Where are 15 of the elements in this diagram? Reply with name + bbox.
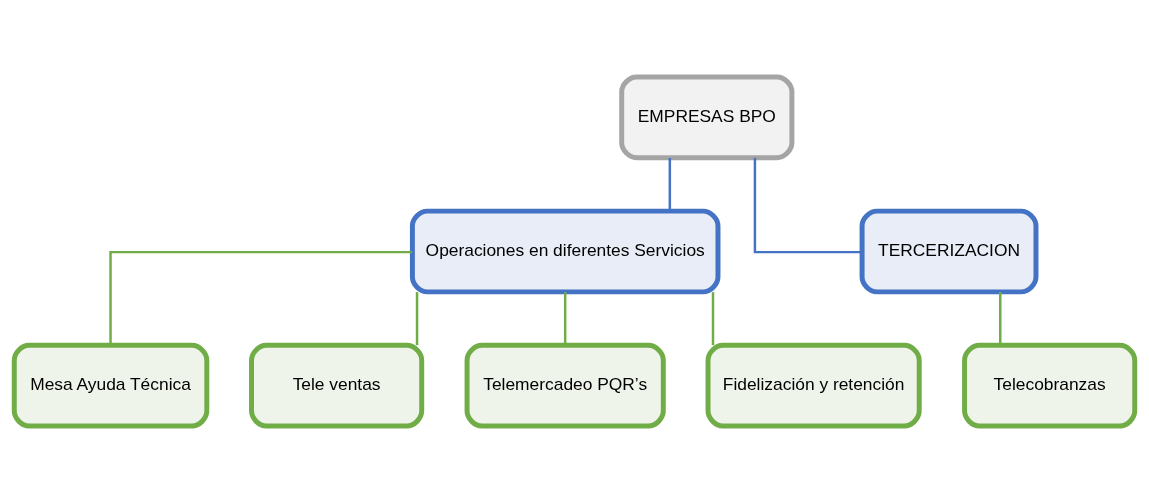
- node-box: Operaciones en diferentes Servicios: [409, 208, 721, 295]
- connector: [999, 292, 1002, 346]
- node-box: Tele ventas: [249, 342, 425, 429]
- connector: [415, 292, 419, 346]
- connector: [711, 292, 715, 346]
- node-box: Fidelización y retención: [705, 342, 922, 429]
- node-box: EMPRESAS BPO: [619, 74, 795, 161]
- node-box: TERCERIZACION: [859, 208, 1039, 295]
- connector: [563, 292, 567, 346]
- connector: [668, 157, 672, 211]
- connector: [109, 250, 413, 346]
- node-box: Mesa Ayuda Técnica: [11, 342, 210, 429]
- connector: [753, 157, 862, 254]
- node-box: Telemercadeo PQR’s: [464, 342, 666, 429]
- node-box: Telecobranzas: [962, 342, 1138, 429]
